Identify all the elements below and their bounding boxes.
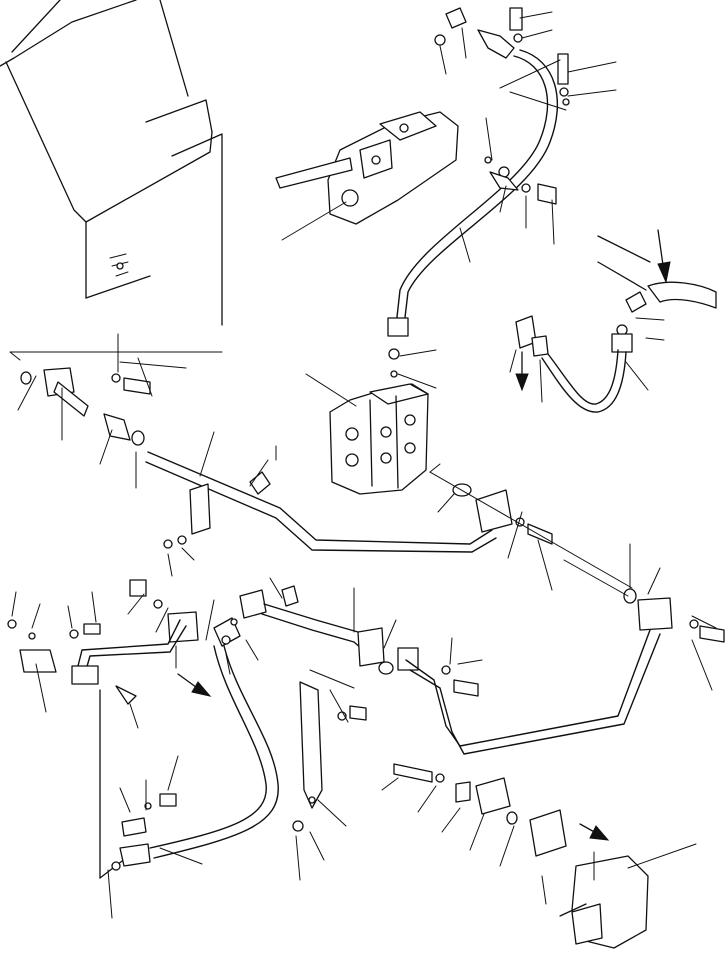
main-control-valve (329, 383, 429, 495)
arrow-bottom-right (579, 823, 610, 841)
bottom-right-components (393, 763, 649, 949)
left-flange-fittings (20, 367, 151, 446)
flow-arrows (177, 229, 671, 841)
steering-unit (275, 111, 459, 225)
arrow-mid-right (515, 351, 529, 392)
machine-frame-panel (0, 0, 223, 326)
arrow-top-right (657, 229, 671, 284)
lower-middle-hose (239, 585, 385, 832)
lower-right-pipe (378, 588, 725, 755)
top-hose-assembly (387, 7, 570, 378)
lower-left-tubing (7, 579, 199, 879)
right-hose-assembly (515, 235, 717, 413)
arrow-lower-left (177, 673, 212, 697)
leader-lines (9, 11, 717, 919)
vertical-hose-assembly (111, 617, 279, 871)
